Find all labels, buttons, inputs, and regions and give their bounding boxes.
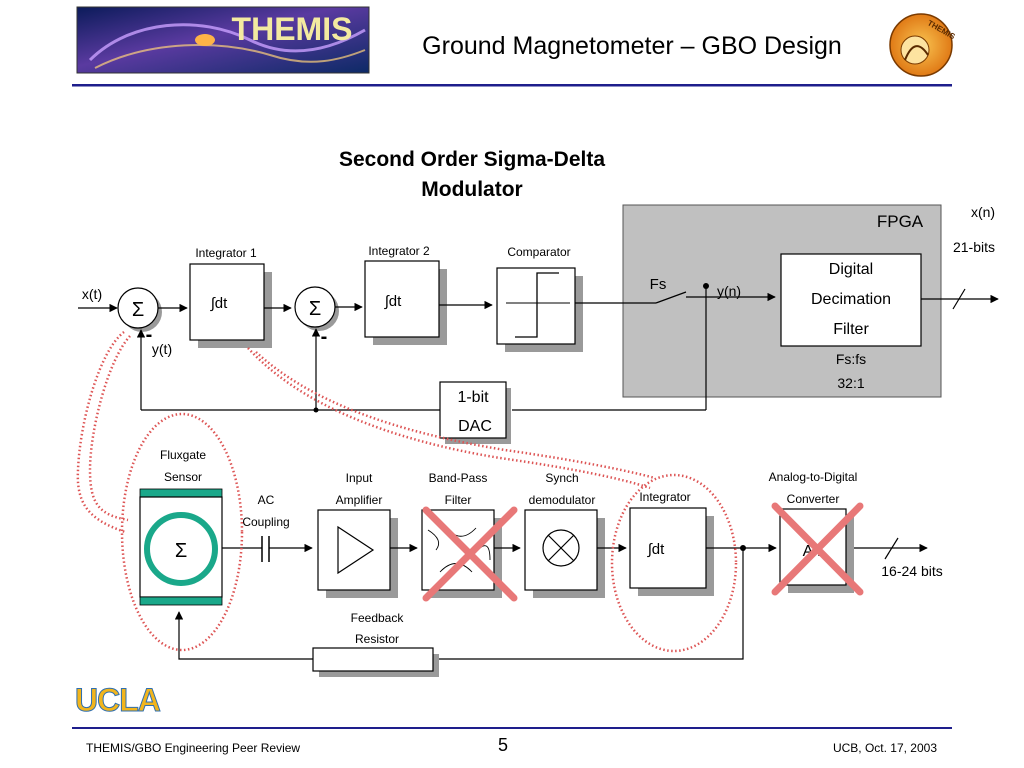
footer-right: UCB, Oct. 17, 2003: [833, 741, 937, 755]
sensor-bar-top: [139, 488, 223, 498]
filter-line1: Digital: [829, 261, 873, 278]
integrator-1-block: [189, 263, 265, 341]
xn-label: x(n): [971, 204, 995, 220]
dac-line2: DAC: [458, 418, 492, 435]
bus-slash: [952, 288, 966, 310]
sensor-highlight-ellipse: [120, 412, 244, 652]
yn-label: y(n): [717, 283, 741, 299]
integrator-label: Integrator: [639, 490, 690, 504]
coupling-line1: AC: [258, 493, 275, 507]
logo-text: THEMIS: [232, 11, 353, 47]
minus-sign-1: -: [146, 324, 153, 346]
demod-line1: Synch: [545, 471, 578, 485]
demod-line2: demodulator: [529, 493, 596, 507]
integrator-highlight-ellipse: [610, 473, 738, 653]
adc-line1: Analog-to-Digital: [769, 470, 858, 484]
bits-label: 21-bits: [953, 239, 995, 255]
input-label: x(t): [82, 286, 102, 302]
band-pass-filter-block: [421, 509, 495, 591]
amp-line1: Input: [346, 471, 373, 485]
sigma-map-path: [76, 331, 126, 534]
page-number: 5: [498, 735, 508, 755]
sensor-line2: Sensor: [164, 470, 202, 484]
sigma-icon: Σ: [132, 299, 144, 321]
diagram-title-line1: Second Order Sigma-Delta: [339, 148, 605, 171]
yt-label: y(t): [152, 341, 172, 357]
minus-sign-2: -: [321, 326, 328, 348]
analog-chain: Fluxgate Sensor Σ AC Coupling Input Ampl…: [139, 448, 943, 677]
filter-line2: Decimation: [811, 291, 891, 308]
diagram-title-line2: Modulator: [421, 178, 522, 201]
fluxgate-core-icon: [144, 512, 218, 586]
feedback-line1: Feedback: [351, 611, 405, 625]
modulator: x(t) Σ - Integrator 1 ∫dt Σ - Integrator…: [78, 204, 999, 444]
coupling-line2: Coupling: [242, 515, 289, 529]
dac-line1: 1-bit: [457, 389, 489, 406]
adc-line2: Converter: [787, 492, 840, 506]
sigma-icon: Σ: [175, 540, 187, 562]
mapping-highlights: [76, 331, 738, 653]
sampling-switch: [655, 291, 687, 304]
integrator-map-path: [247, 347, 651, 490]
amplifier-icon: [337, 525, 375, 575]
ucla-logo-text: UCLA: [75, 682, 161, 718]
page-title: Ground Magnetometer – GBO Design: [422, 32, 842, 60]
bus-slash: [884, 537, 899, 560]
feedback-line2: Resistor: [355, 632, 399, 646]
rate-line2: 32:1: [837, 375, 864, 391]
integrator-1-text: ∫dt: [210, 295, 228, 312]
filter-wave-icon: [427, 526, 491, 573]
decimation-filter-block: [780, 253, 922, 347]
integrator-2-label: Integrator 2: [368, 244, 430, 258]
dac-block: [439, 381, 507, 439]
comparator-block: [496, 267, 576, 345]
sigma-icon: Σ: [309, 298, 321, 320]
switch-label: Fs: [650, 276, 667, 293]
input-amplifier-block: [317, 509, 391, 591]
integrator-2-text: ∫dt: [384, 293, 402, 310]
ucla-logo: UCLA: [75, 682, 163, 719]
integrator-block: [629, 507, 707, 589]
rate-line1: Fs:fs: [836, 351, 866, 367]
removed-blocks-crosses: [422, 502, 864, 602]
footer-rule: [72, 727, 952, 729]
feedback-resistor-block: [312, 647, 434, 672]
amp-line2: Amplifier: [336, 493, 383, 507]
comparator-label: Comparator: [507, 245, 570, 259]
fpga-label: FPGA: [877, 212, 924, 231]
sensor-line1: Fluxgate: [160, 448, 206, 462]
filter-line3: Filter: [833, 321, 869, 338]
bpf-line2: Filter: [445, 493, 472, 507]
themis-badge-icon: THEMIS: [889, 13, 957, 77]
integrator-1-label: Integrator 1: [195, 246, 257, 260]
integrator-text: ∫dt: [647, 541, 665, 558]
header-rule: [72, 84, 952, 87]
output-bits-label: 16-24 bits: [881, 563, 942, 579]
themis-logo: THEMIS: [76, 6, 370, 74]
integrator-2-block: [364, 260, 440, 338]
sensor-bar-bottom: [139, 596, 223, 606]
bpf-line1: Band-Pass: [429, 471, 488, 485]
footer-left: THEMIS/GBO Engineering Peer Review: [86, 741, 300, 755]
step-icon: [515, 272, 559, 338]
